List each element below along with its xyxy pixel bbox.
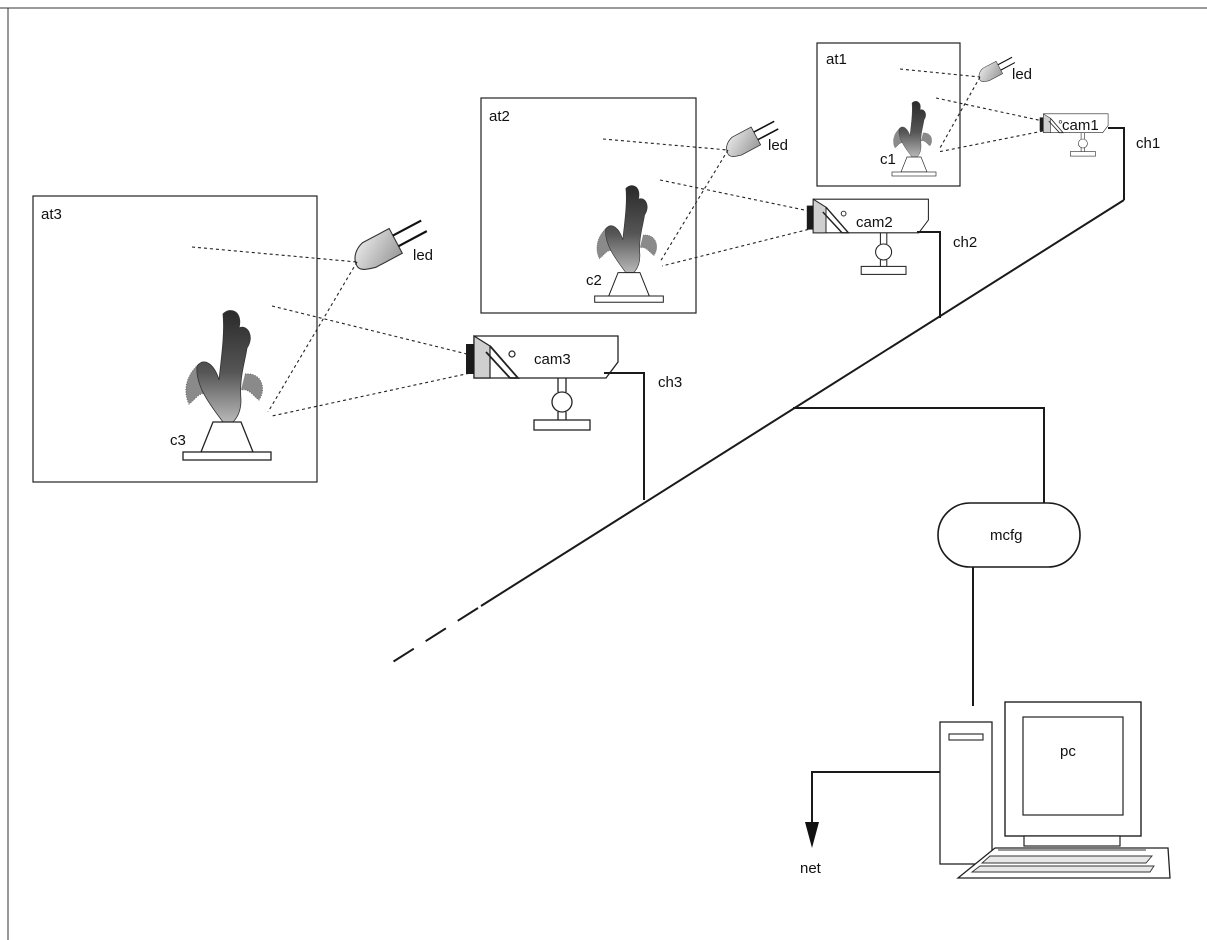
camera-cam2 xyxy=(806,198,930,276)
led-beam-3 xyxy=(191,246,358,413)
pc-tower xyxy=(939,721,993,865)
pc-keyboard-keys xyxy=(970,849,1155,873)
led-beam-2 xyxy=(602,138,729,263)
cam-sight-1 xyxy=(935,97,1044,153)
coral-c3 xyxy=(182,309,272,461)
coral-c1-label: c1 xyxy=(880,151,896,168)
bus-line xyxy=(480,199,1125,607)
station-at1: at1 c1 led cam1 ch1 xyxy=(816,42,1160,200)
coral-c2 xyxy=(594,185,664,303)
cable-ch3 xyxy=(604,372,645,500)
station-at3: at3 c3 led cam3 ch3 xyxy=(32,195,682,500)
cable-ch3-label: ch3 xyxy=(658,374,682,391)
coral-c2-label: c2 xyxy=(586,272,602,289)
pc-drive-slot xyxy=(948,733,984,741)
network-arrow-icon xyxy=(805,822,819,848)
led-3-label: led xyxy=(413,247,433,264)
camera-cam2-label: cam2 xyxy=(856,214,893,231)
station-at2: at2 c2 led cam2 ch2 xyxy=(480,97,977,318)
pc-label: pc xyxy=(1060,743,1076,760)
bus-branch-to-grabber xyxy=(793,407,1045,504)
led-icon-1 xyxy=(975,56,1016,85)
led-beam-1 xyxy=(899,68,981,149)
area-at3-frame xyxy=(32,195,318,483)
cam-sight-2 xyxy=(659,179,815,267)
frame-grabber-mcfg: mcfg xyxy=(937,502,1081,568)
area-at1-frame xyxy=(816,42,961,187)
pc-screen xyxy=(1022,716,1124,816)
cable-ch2-label: ch2 xyxy=(953,234,977,251)
led-1-label: led xyxy=(1012,66,1032,83)
area-at1-label: at1 xyxy=(826,51,847,68)
area-at2-frame xyxy=(480,97,697,314)
network-cable xyxy=(811,771,940,822)
coral-c1 xyxy=(891,100,937,177)
cable-ch1-label: ch1 xyxy=(1136,135,1160,152)
area-at3-label: at3 xyxy=(41,206,62,223)
camera-cam3-label: cam3 xyxy=(534,351,571,368)
camera-cam1-label: cam1 xyxy=(1062,117,1099,134)
mcfg-box xyxy=(937,502,1081,568)
cam-sight-3 xyxy=(271,305,476,417)
mcfg-label: mcfg xyxy=(990,527,1023,544)
network-label: net xyxy=(800,860,822,877)
computer-pc: pc xyxy=(939,701,1171,879)
area-at2-label: at2 xyxy=(489,108,510,125)
cable-ch2 xyxy=(917,231,941,318)
cable-ch1 xyxy=(1108,127,1125,200)
bus-line-continuation xyxy=(387,607,479,666)
led-2-label: led xyxy=(768,137,788,154)
pc-monitor-stand xyxy=(1023,835,1121,847)
coral-c3-label: c3 xyxy=(170,432,186,449)
